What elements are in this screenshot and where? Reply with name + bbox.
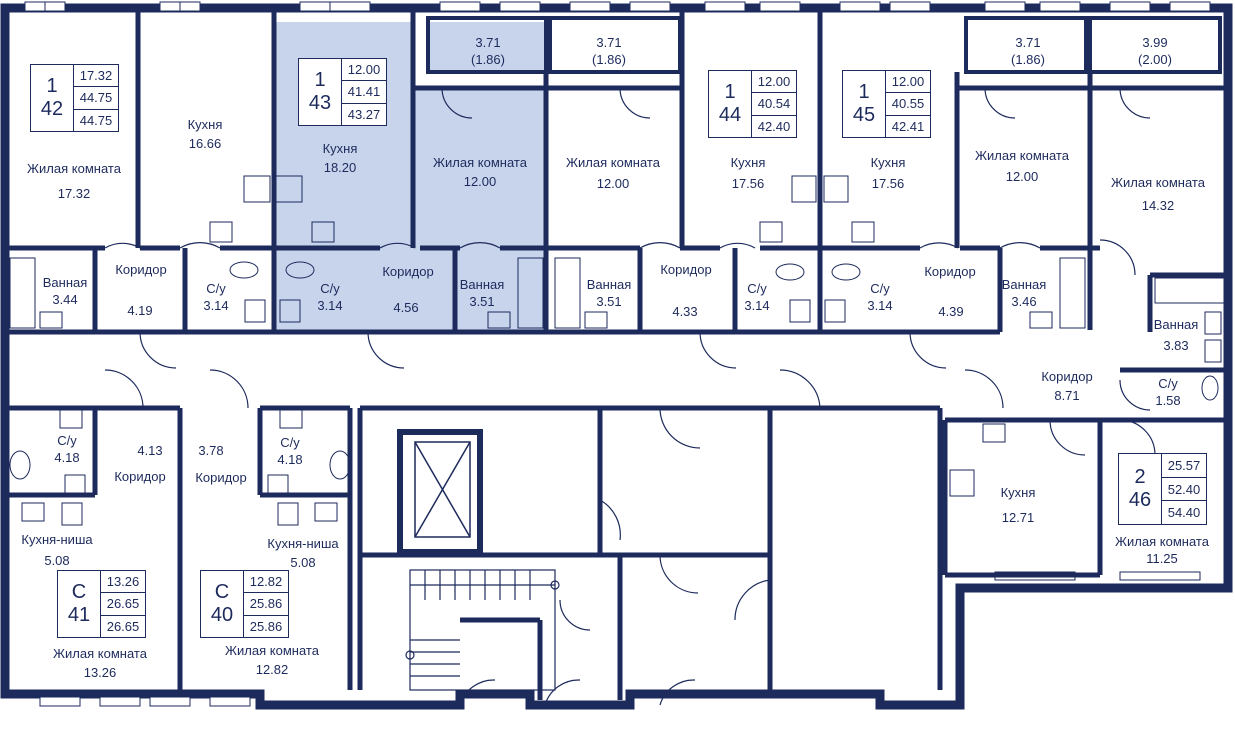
apartment-number: 40 [210,604,234,626]
room-label: 4.39 [938,304,964,319]
apartment-type: 1 [314,69,326,91]
exterior-walls [0,3,1233,710]
door-swings [104,87,1156,706]
loggias [426,16,1222,74]
room-label: 4.19 [127,303,153,318]
apartment-number: 44 [718,104,742,126]
room-label: 4.13 [137,443,163,458]
apartment-area: 40.55 [886,93,930,116]
apartment-area: 52.40 [1162,478,1206,502]
room-label: 4.33 [672,304,698,319]
loggia-label: 3.71 (1.86) [471,35,505,67]
apartment-area: 25.57 [1162,454,1206,478]
apartment-number: 45 [852,104,876,126]
room-label: 3.78 [198,443,224,458]
interior-walls [5,12,1225,700]
apartment-area: 44.75 [74,87,118,110]
apartment-area: 26.65 [101,593,145,616]
loggia-label: 3.71 (1.86) [1011,35,1045,67]
apartment-area: 25.86 [249,618,283,634]
apartment-area: 43.27 [347,106,381,122]
elevator-shaft [397,429,483,555]
room-label: Коридор [924,264,976,279]
apartment-area: 54.40 [1167,505,1201,521]
apartment-area: 17.32 [74,65,118,88]
room-label: Коридор [660,262,712,277]
room-label: 4.56 [393,300,419,315]
apartment-type: С [214,581,230,603]
apartment-area: 42.41 [891,118,925,134]
apartment-area: 12.00 [886,71,930,94]
apartment-area: 26.65 [106,618,140,634]
apartment-number: 41 [67,604,91,626]
apartment-type: 2 [1134,466,1146,488]
apartment-area: 12.00 [752,71,796,94]
apartment-area: 12.00 [342,59,386,82]
apartment-type: 1 [724,81,736,103]
apartment-area: 42.40 [757,118,791,134]
apartment-area: 12.82 [244,571,288,594]
apartment-number: 42 [40,98,64,120]
room-label: Коридор [195,470,247,485]
apartment-type: С [71,581,87,603]
staircase [405,569,560,691]
loggia-label: 3.99 (2.00) [1138,35,1172,67]
apartment-area: 25.86 [244,593,288,616]
apartment-area: 44.75 [79,112,113,128]
windows [24,1,1211,707]
apartment-type: 1 [46,75,58,97]
apartment-area: 40.54 [752,93,796,116]
room-label: Коридор [115,262,167,277]
apartment-type: 1 [858,81,870,103]
loggia-label: 3.71 (1.86) [592,35,626,67]
apartment-area: 41.41 [342,81,386,104]
apartment-number: 46 [1128,489,1152,511]
room-label: Коридор [382,264,434,279]
fixtures [9,175,1226,526]
room-label: Коридор [114,469,166,484]
apartment-number: 43 [308,92,332,114]
apartment-area: 13.26 [101,571,145,594]
